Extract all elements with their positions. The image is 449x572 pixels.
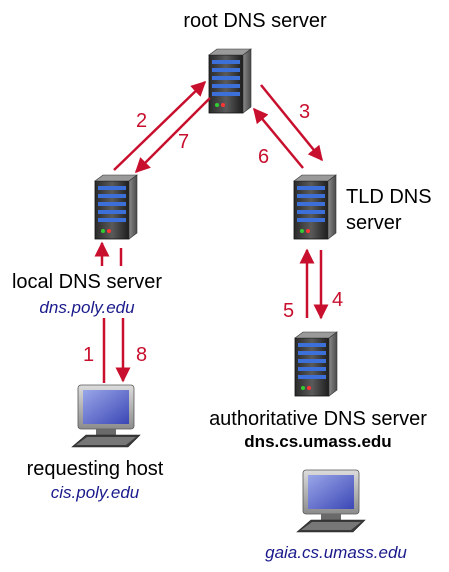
gaia-computer-icon [296,469,366,533]
step-label-3: 3 [299,101,310,123]
step-label-5: 5 [283,300,294,322]
authoritative-server-hostname: dns.cs.umass.edu [244,432,391,451]
local-server-icon [94,174,138,240]
root-server-label: root DNS server [183,10,327,32]
requesting-host-hostname: cis.poly.edu [51,483,140,502]
arrow-step-3 [260,84,323,162]
tld-server-label-line2: server [346,212,402,234]
authoritative-server-icon [294,331,338,397]
requesting-host-computer-icon [71,384,141,448]
step-label-7: 7 [178,131,189,153]
authoritative-server-label: authoritative DNS server [209,408,427,430]
arrow-step-6 [253,107,304,169]
local-server-hostname: dns.poly.edu [39,298,135,317]
gaia-hostname: gaia.cs.umass.edu [265,543,407,562]
step-label-8: 8 [136,344,147,366]
requesting-host-label: requesting host [27,458,164,480]
tld-server-label-line1: TLD DNS [346,186,432,208]
step-label-6: 6 [258,146,269,168]
step-label-1: 1 [83,344,94,366]
step-label-2: 2 [136,110,147,132]
arrow-step-2 [113,80,207,171]
root-server-icon [208,48,252,114]
arrow-step-7 [134,97,211,174]
local-server-label: local DNS server [12,271,162,293]
tld-server-icon [293,174,337,240]
step-label-4: 4 [332,289,343,311]
